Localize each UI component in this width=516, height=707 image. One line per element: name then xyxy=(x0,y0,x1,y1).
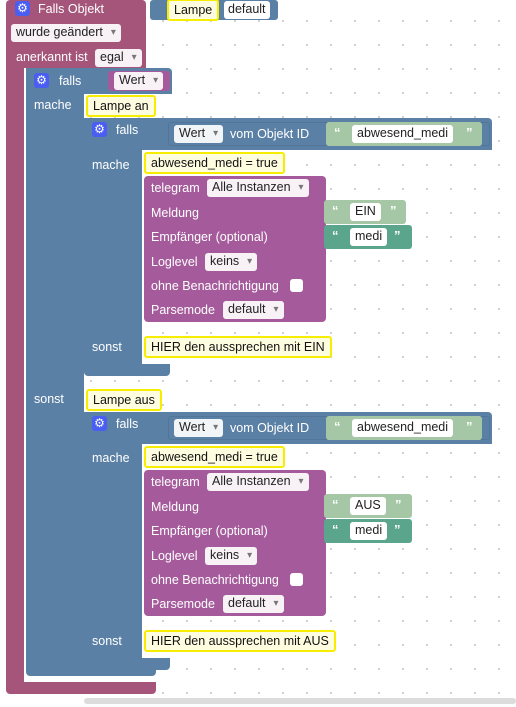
silent-checkbox[interactable] xyxy=(290,279,303,292)
loglevel-label: Loglevel xyxy=(151,549,198,563)
quote-open-icon: “ xyxy=(332,522,339,537)
object-id-string[interactable]: “ abwesend_medi ” xyxy=(326,122,482,146)
inner-if-label: falls xyxy=(116,123,139,137)
else-comment[interactable]: HIER den aussprechen mit EIN xyxy=(144,336,332,358)
quote-close-icon: ” xyxy=(394,228,401,243)
telegram-label: telegram xyxy=(151,181,200,195)
object-id-label: vom Objekt ID xyxy=(230,421,310,435)
inner-if-bottom xyxy=(84,658,170,670)
silent-label: ohne Benachrichtigung xyxy=(151,279,279,293)
object-id-string[interactable]: “ abwesend_medi ” xyxy=(326,416,482,440)
trigger-title: Falls Objekt xyxy=(38,2,104,16)
quote-close-icon: ” xyxy=(390,203,397,218)
trigger-block-bottom xyxy=(6,682,156,694)
gear-icon[interactable]: ⚙ xyxy=(92,416,107,431)
instance-dropdown[interactable]: Alle Instanzen xyxy=(207,179,309,197)
inner-if-spine xyxy=(84,412,142,666)
ack-label: anerkannt ist xyxy=(16,50,88,64)
parsemode-dropdown[interactable]: default xyxy=(223,301,284,319)
inner-if-label: falls xyxy=(116,417,139,431)
recipient-string[interactable]: “ medi ” xyxy=(324,519,412,543)
loglevel-dropdown[interactable]: keins xyxy=(205,547,258,565)
inner-value-dropdown[interactable]: Wert xyxy=(174,125,224,143)
recipient-string[interactable]: “ medi ” xyxy=(324,225,412,249)
parsemode-label: Parsemode xyxy=(151,597,215,611)
recipient-label: Empfänger (optional) xyxy=(151,524,268,538)
parsemode-dropdown[interactable]: default xyxy=(223,595,284,613)
quote-open-icon: “ xyxy=(332,203,339,218)
branch-comment[interactable]: Lampe an xyxy=(86,95,156,117)
else-comment[interactable]: HIER den aussprechen mit AUS xyxy=(144,630,336,652)
outer-mache-label: mache xyxy=(34,98,72,112)
message-label: Meldung xyxy=(151,500,199,514)
inner-sonst-label: sonst xyxy=(92,340,122,354)
quote-close-icon: ” xyxy=(466,419,473,434)
trigger-block-spine xyxy=(6,60,24,690)
message-value[interactable]: AUS xyxy=(350,497,386,515)
changed-dropdown[interactable]: wurde geändert xyxy=(11,24,121,42)
loglevel-label: Loglevel xyxy=(151,255,198,269)
loglevel-dropdown[interactable]: keins xyxy=(205,253,258,271)
object-id-value[interactable]: abwesend_medi xyxy=(352,419,454,437)
quote-open-icon: “ xyxy=(334,419,341,434)
inner-sonst-label: sonst xyxy=(92,634,122,648)
silent-checkbox[interactable] xyxy=(290,573,303,586)
parsemode-label: Parsemode xyxy=(151,303,215,317)
message-string[interactable]: “ AUS ” xyxy=(324,494,412,518)
silent-label: ohne Benachrichtigung xyxy=(151,573,279,587)
trigger-object-comment[interactable]: Lampe xyxy=(167,0,220,21)
telegram-message-socket xyxy=(318,200,326,224)
gear-icon[interactable]: ⚙ xyxy=(15,1,30,16)
telegram-message-socket xyxy=(318,494,326,518)
trigger-object-value[interactable]: default xyxy=(224,1,270,19)
inner-mache-label: mache xyxy=(92,451,130,465)
inner-value-dropdown[interactable]: Wert xyxy=(174,419,224,437)
inner-if-spine xyxy=(84,118,142,372)
horizontal-scrollbar[interactable] xyxy=(84,698,516,704)
ack-dropdown[interactable]: egal xyxy=(95,49,142,67)
instance-dropdown[interactable]: Alle Instanzen xyxy=(207,473,309,491)
recipient-value[interactable]: medi xyxy=(350,228,388,246)
quote-close-icon: ” xyxy=(395,497,402,512)
quote-close-icon: ” xyxy=(394,522,401,537)
quote-open-icon: “ xyxy=(332,228,339,243)
condition-comment[interactable]: abwesend_medi = true xyxy=(144,152,285,174)
message-value[interactable]: EIN xyxy=(350,203,381,221)
object-id-value[interactable]: abwesend_medi xyxy=(352,125,454,143)
branch-comment[interactable]: Lampe aus xyxy=(86,389,162,411)
object-id-label: vom Objekt ID xyxy=(230,127,310,141)
recipient-label: Empfänger (optional) xyxy=(151,230,268,244)
recipient-value[interactable]: medi xyxy=(350,522,388,540)
message-string[interactable]: “ EIN ” xyxy=(324,200,406,224)
outer-if-spine xyxy=(26,68,84,672)
telegram-block[interactable] xyxy=(144,176,326,322)
quote-open-icon: “ xyxy=(332,497,339,512)
inner-mache-label: mache xyxy=(92,158,130,172)
quote-close-icon: ” xyxy=(466,125,473,140)
gear-icon[interactable]: ⚙ xyxy=(92,122,107,137)
telegram-block[interactable] xyxy=(144,470,326,616)
telegram-label: telegram xyxy=(151,475,200,489)
message-label: Meldung xyxy=(151,206,199,220)
condition-comment[interactable]: abwesend_medi = true xyxy=(144,446,285,468)
inner-if-bottom xyxy=(84,364,170,376)
outer-if-value-dropdown[interactable]: Wert xyxy=(114,72,164,90)
gear-icon[interactable]: ⚙ xyxy=(34,73,49,88)
outer-sonst-label: sonst xyxy=(34,392,64,406)
quote-open-icon: “ xyxy=(334,125,341,140)
outer-if-label: falls xyxy=(59,74,82,88)
